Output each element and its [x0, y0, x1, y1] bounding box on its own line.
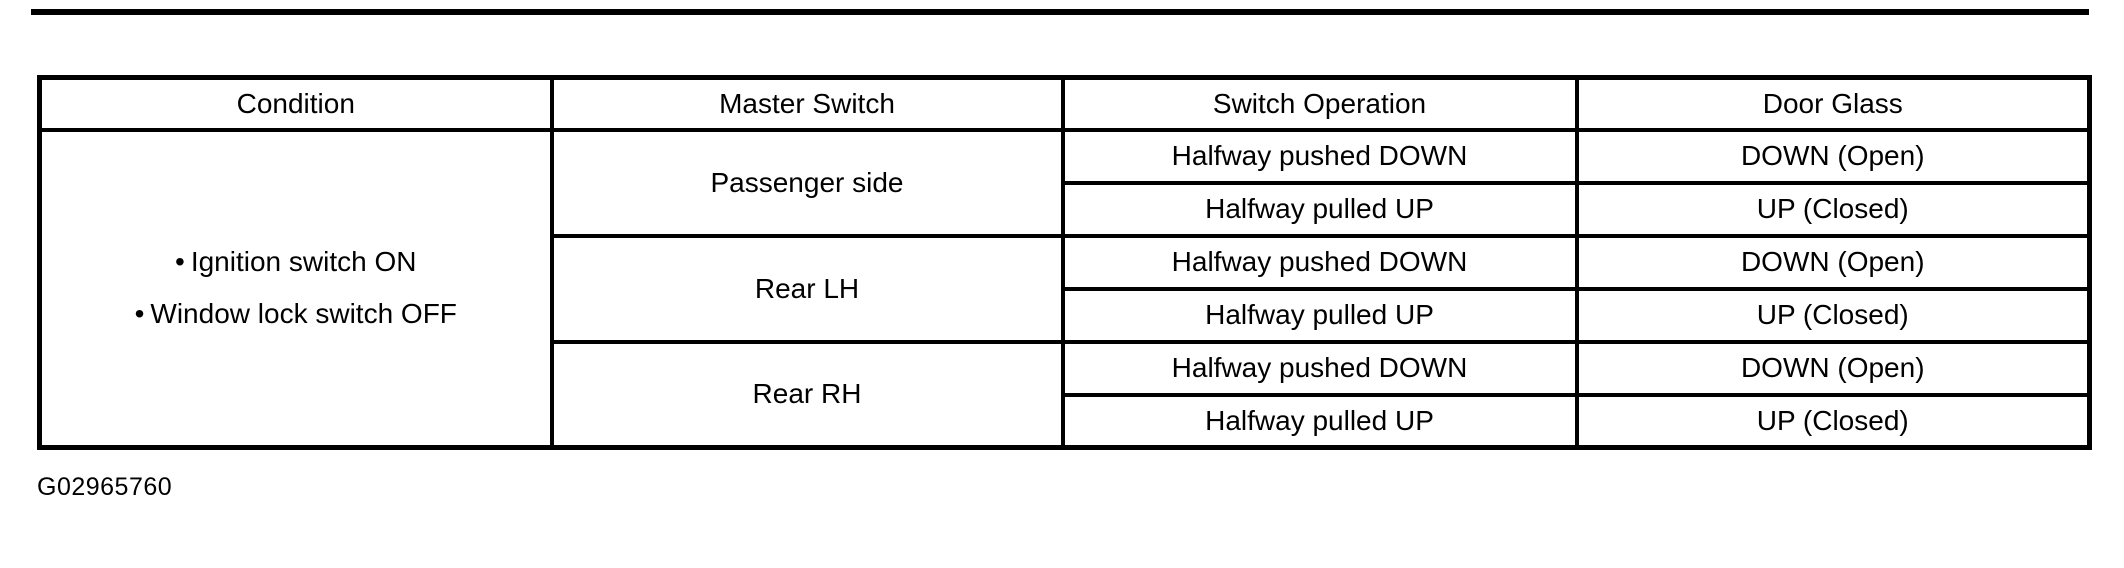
switch-operation-cell: Halfway pulled UP	[1060, 180, 1579, 238]
table-header-row: Condition Master Switch Switch Operation…	[37, 75, 2092, 132]
bullet-icon: •	[134, 298, 145, 330]
table-row: •Ignition switch ON •Window lock switch …	[37, 127, 2092, 450]
door-glass-cell: DOWN (Open)	[1574, 233, 2092, 291]
header-switch-operation: Switch Operation	[1060, 75, 1579, 132]
figure-id-label: G02965760	[37, 473, 173, 501]
top-rule	[31, 9, 2089, 15]
power-window-operation-table: Condition Master Switch Switch Operation…	[37, 75, 2092, 450]
condition-item-label: Ignition switch ON	[190, 246, 417, 278]
switch-operation-cell: Halfway pushed DOWN	[1060, 127, 1579, 185]
condition-item-label: Window lock switch OFF	[150, 298, 457, 330]
bullet-icon: •	[175, 246, 185, 278]
table-row: Rear LH Halfway pushed DOWN DOWN (Open)	[40, 233, 2092, 344]
header-door-glass: Door Glass	[1574, 75, 2092, 132]
header-master-switch: Master Switch	[549, 75, 1065, 132]
switch-operation-cell: Halfway pushed DOWN	[1060, 339, 1579, 397]
door-glass-cell: UP (Closed)	[1574, 180, 2092, 238]
condition-item: •Window lock switch OFF	[42, 288, 550, 340]
condition-item: •Ignition switch ON	[42, 236, 550, 288]
switch-operation-cell: Halfway pulled UP	[1060, 392, 1579, 450]
door-glass-cell: UP (Closed)	[1574, 392, 2092, 450]
master-switch-cell: Passenger side	[549, 127, 1065, 238]
master-switch-cell: Rear LH	[549, 233, 1065, 344]
table-row: Rear RH Halfway pushed DOWN DOWN (Open)	[40, 339, 2092, 450]
switch-operation-cell: Halfway pushed DOWN	[1060, 233, 1579, 291]
table-row: Halfway pulled UP UP (Closed)	[40, 286, 2092, 344]
switch-operation-cell: Halfway pulled UP	[1060, 286, 1579, 344]
table-row: Halfway pulled UP UP (Closed)	[40, 392, 2092, 450]
master-switch-cell: Rear RH	[549, 339, 1065, 450]
header-condition: Condition	[37, 75, 554, 132]
door-glass-cell: UP (Closed)	[1574, 286, 2092, 344]
door-glass-cell: DOWN (Open)	[1574, 127, 2092, 185]
condition-cell: •Ignition switch ON •Window lock switch …	[37, 127, 554, 450]
table-row: Halfway pulled UP UP (Closed)	[40, 180, 2092, 238]
door-glass-cell: DOWN (Open)	[1574, 339, 2092, 397]
